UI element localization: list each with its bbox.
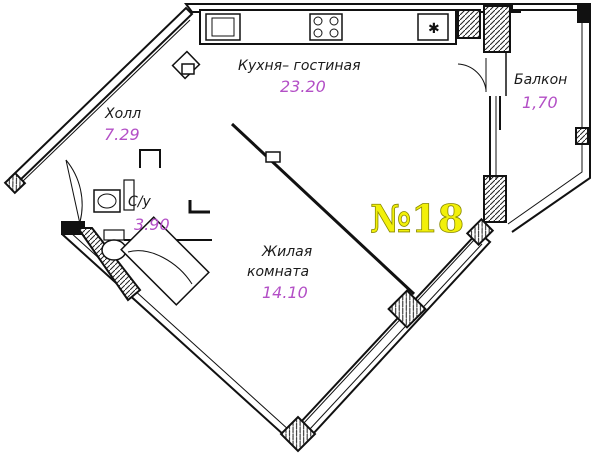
- door-hall-entrance: [65, 159, 83, 223]
- living-name: Жилая: [261, 244, 312, 260]
- wall-balcony-right: [511, 4, 591, 233]
- kitchen-area: 23.20: [280, 77, 326, 96]
- toilet-fixture: [101, 229, 127, 261]
- hall-cabinet: [171, 50, 201, 80]
- hall-area: 7.29: [104, 125, 140, 144]
- doors: [65, 58, 487, 225]
- bathroom-fixtures: [93, 179, 210, 306]
- wall-left-diagonal: [8, 6, 194, 186]
- living-name-2: комната: [247, 264, 309, 280]
- outer-walls: [8, 3, 591, 450]
- balcony-name: Балкон: [514, 72, 567, 88]
- room-labels: Кухня– гостиная 23.20 Холл 7.29 С/у 3.90…: [104, 58, 567, 302]
- apartment-number: №18: [370, 196, 464, 241]
- fan-icon: ✱: [428, 21, 440, 37]
- bathtub-fixture: [120, 216, 210, 306]
- bathroom-name: С/у: [128, 194, 151, 210]
- kitchen-name: Кухня– гостиная: [238, 58, 361, 74]
- wall-bathroom-right: [188, 200, 210, 214]
- hall-name: Холл: [104, 106, 141, 122]
- bathroom-area: 3.90: [134, 215, 170, 234]
- living-area: 14.10: [262, 283, 308, 302]
- balcony-area: 1,70: [522, 93, 558, 112]
- door-balcony: [457, 63, 487, 91]
- hatched-columns: [3, 5, 591, 453]
- kitchen-counter: ✱: [199, 9, 457, 45]
- wall-right-diagonal: [284, 230, 492, 450]
- wall-living-kitchen: [230, 122, 416, 296]
